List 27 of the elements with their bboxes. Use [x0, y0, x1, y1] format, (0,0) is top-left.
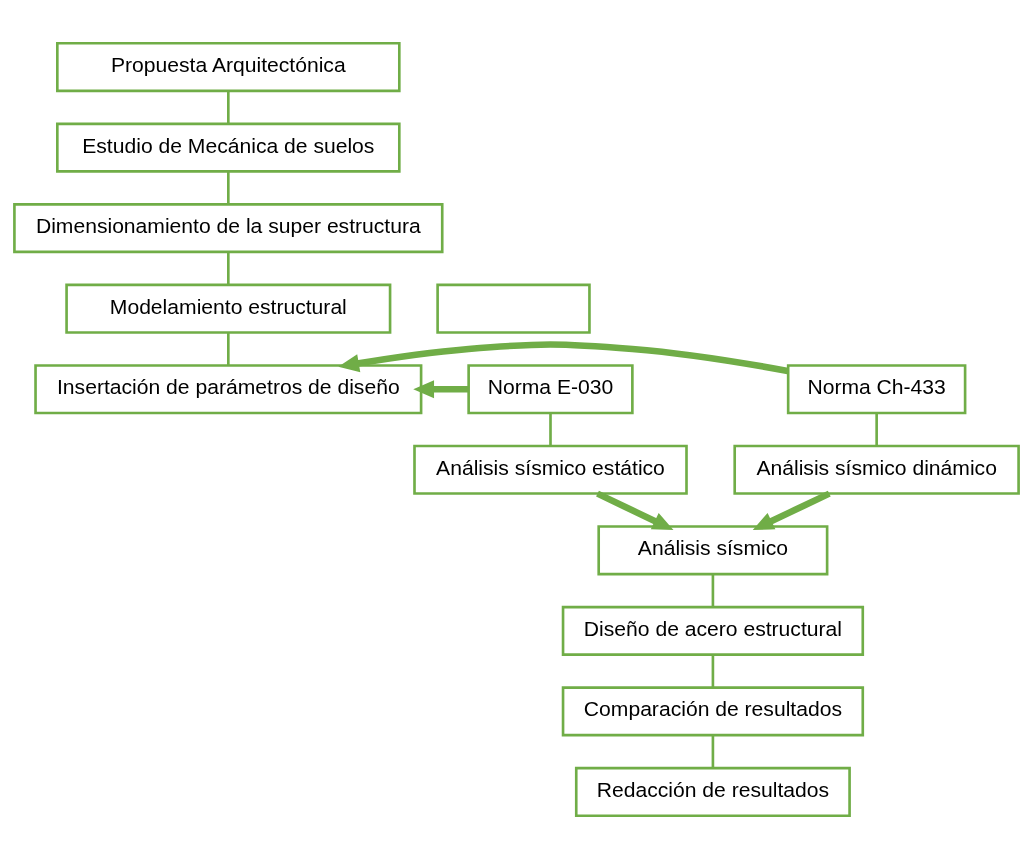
- node-box: Dimensionamiento de la super estructura: [12, 203, 444, 254]
- connector: [226, 171, 230, 205]
- node-box: Insertación de parámetros de diseño: [33, 364, 422, 415]
- arrow: [595, 490, 673, 531]
- node-box: Análisis sísmico dinámico: [732, 444, 1020, 495]
- node-box: Redacción de resultados: [574, 766, 851, 818]
- connector: [874, 413, 878, 446]
- arrow: [337, 341, 788, 375]
- node-box: Propuesta Arquitectónica: [55, 41, 401, 93]
- connector: [226, 90, 230, 124]
- node-box: Modelamiento estructural: [64, 283, 391, 334]
- node-box: Norma E-030: [466, 364, 634, 415]
- node-box: Comparación de resultados: [561, 686, 864, 737]
- node-box: Análisis sísmico: [596, 525, 828, 576]
- connector: [711, 654, 714, 688]
- connector: [711, 574, 714, 607]
- arrow: [752, 490, 831, 531]
- arrow: [412, 380, 468, 399]
- connector: [226, 332, 230, 366]
- node-box: Diseño de acero estructural: [561, 605, 864, 656]
- node-box: Análisis sísmico estático: [412, 444, 688, 495]
- node-box: Estudio de Mecánica de suelos: [55, 122, 401, 173]
- node-box: [435, 283, 591, 334]
- connector: [711, 735, 714, 768]
- connector: [226, 252, 230, 285]
- node-box: Norma Ch-433: [786, 364, 966, 415]
- connector: [548, 413, 552, 446]
